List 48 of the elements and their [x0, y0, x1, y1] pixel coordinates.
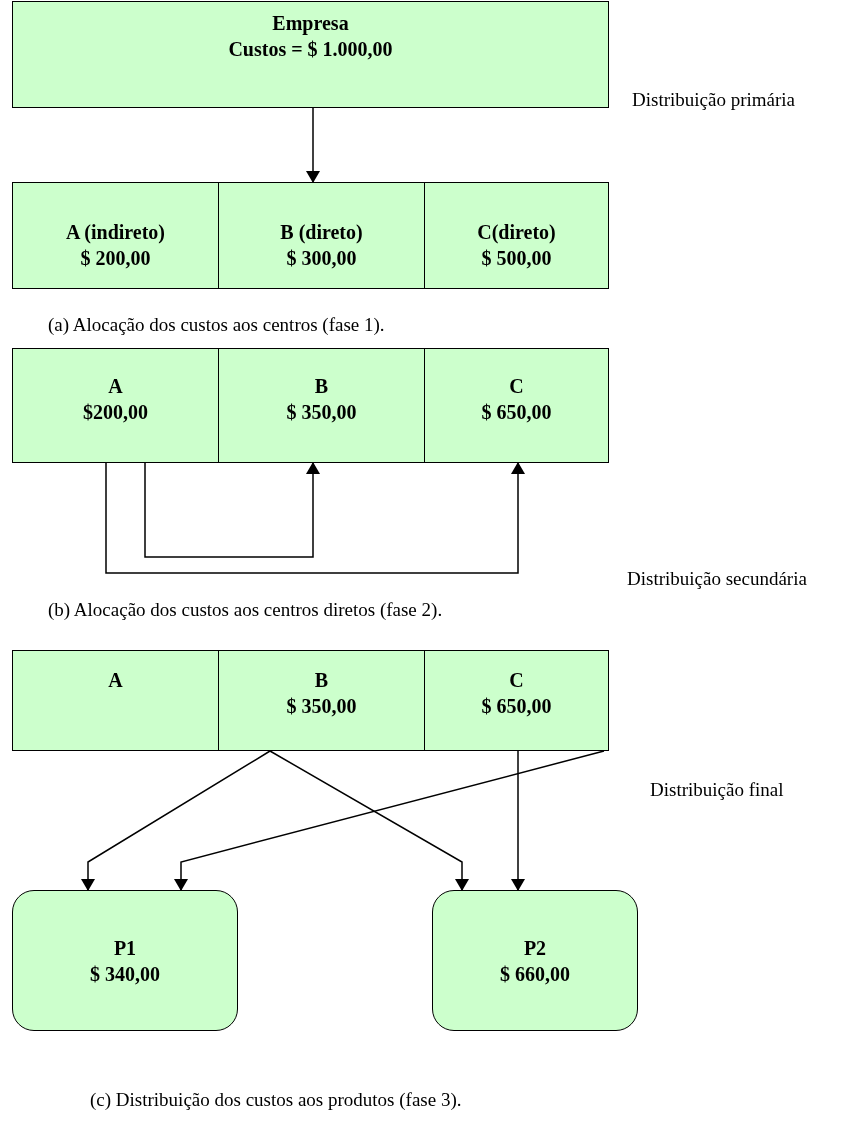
cost-value: $ 200,00 [80, 246, 151, 271]
box-title: P2 [523, 936, 547, 961]
figure-caption: (a) Alocação dos custos aos centros (fase 1). [48, 313, 385, 337]
cost-center-box [12, 182, 219, 289]
box-title: B [314, 668, 329, 693]
cost-center-box [12, 348, 219, 463]
box-title: B [314, 374, 329, 399]
cost-value: $ 500,00 [481, 246, 552, 271]
cost-center-box [424, 182, 609, 289]
product-box [432, 890, 638, 1031]
arrow [306, 107, 320, 183]
cost-value: $ 350,00 [286, 694, 357, 719]
cost-center-box [218, 348, 425, 463]
figure-caption: (c) Distribuição dos custos aos produtos (fase 3). [90, 1088, 462, 1112]
box-title: P1 [113, 936, 137, 961]
cost-center-box [424, 650, 609, 751]
box-title: A [108, 668, 123, 693]
arrow [511, 750, 525, 891]
cost-value: $ 650,00 [481, 694, 552, 719]
box-title: A (indireto) [65, 220, 166, 245]
box-title: B (direto) [280, 220, 363, 245]
arrow [269, 750, 469, 891]
cost-value: $ 340,00 [90, 962, 160, 987]
box-title: Empresa [272, 11, 349, 36]
cost-center-box [12, 1, 609, 108]
arrow [174, 750, 605, 891]
cost-value: $ 350,00 [286, 400, 357, 425]
cost-center-box [218, 182, 425, 289]
cost-center-box [424, 348, 609, 463]
cost-value: Custos = $ 1.000,00 [228, 37, 393, 62]
box-title: C [509, 668, 524, 693]
box-title: C(direto) [477, 220, 556, 245]
arrow [144, 462, 320, 558]
box-title: C [509, 374, 524, 399]
stage-label: Distribuição secundária [627, 567, 807, 591]
cost-value: $ 300,00 [286, 246, 357, 271]
stage-label: Distribuição final [650, 778, 784, 802]
arrow [81, 750, 271, 891]
stage-label: Distribuição primária [632, 88, 796, 112]
arrow [105, 462, 525, 574]
cost-value: $ 660,00 [500, 962, 570, 987]
cost-center-box [12, 650, 219, 751]
cost-value: $200,00 [83, 400, 148, 425]
cost-center-box [218, 650, 425, 751]
cost-value: $ 650,00 [481, 400, 552, 425]
figure-caption: (b) Alocação dos custos aos centros diretos (fase 2). [48, 598, 443, 622]
product-box [12, 890, 238, 1031]
box-title: A [108, 374, 123, 399]
